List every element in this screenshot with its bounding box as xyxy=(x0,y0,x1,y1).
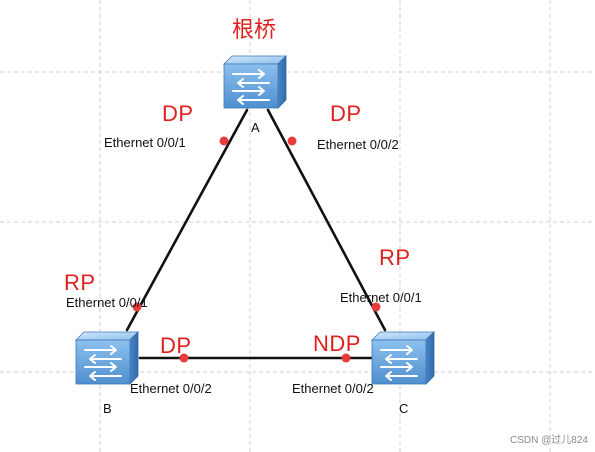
link-a-b xyxy=(125,108,249,332)
watermark: CSDN @过儿824 xyxy=(510,435,588,446)
interface-label-c-port1: Ethernet 0/0/1 xyxy=(340,290,422,305)
role-label-c-port1: RP xyxy=(379,245,411,270)
role-label-b-port2: DP xyxy=(160,333,192,358)
role-label-a-port2: DP xyxy=(330,101,362,126)
link-a-c xyxy=(266,108,387,332)
root-bridge-label: 根桥 xyxy=(232,18,277,43)
port-dot-c-2 xyxy=(341,353,351,363)
interface-label-b-port1: Ethernet 0/0/1 xyxy=(66,295,148,310)
role-label-b-port1: RP xyxy=(64,270,96,295)
port-dot-b-2 xyxy=(179,353,189,363)
port-dot-a-2 xyxy=(287,136,297,146)
node-label-a: A xyxy=(251,120,260,135)
port-dot-b-1 xyxy=(132,302,142,312)
node-label-b: B xyxy=(103,401,112,416)
role-label-c-port2: NDP xyxy=(313,331,361,356)
interface-label-a-port2: Ethernet 0/0/2 xyxy=(317,137,399,152)
switch-c-icon[interactable] xyxy=(371,331,435,385)
switch-a-icon[interactable] xyxy=(223,55,287,109)
interface-label-c-port2: Ethernet 0/0/2 xyxy=(292,381,374,396)
node-label-c: C xyxy=(399,401,409,416)
interface-label-b-port2: Ethernet 0/0/2 xyxy=(130,381,212,396)
interface-label-a-port1: Ethernet 0/0/1 xyxy=(104,135,186,150)
port-dot-a-1 xyxy=(219,136,229,146)
port-dot-c-1 xyxy=(371,302,381,312)
switch-b-icon[interactable] xyxy=(75,331,139,385)
role-label-a-port1: DP xyxy=(162,101,194,126)
